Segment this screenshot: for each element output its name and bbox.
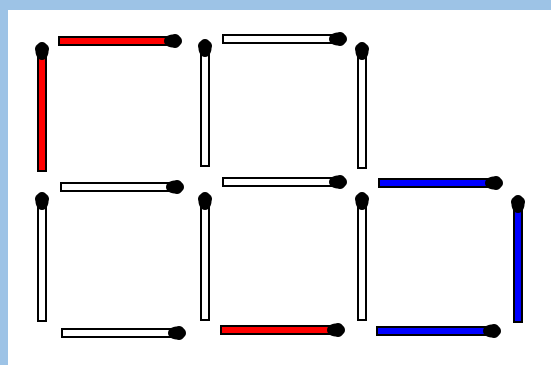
match-head-tip (35, 193, 49, 205)
match-head-tip (334, 175, 346, 189)
match-head-tip (35, 43, 49, 55)
match-head-tip (173, 326, 185, 340)
match-head-tip (511, 196, 525, 208)
match-stick-body (514, 204, 522, 322)
match-stick-body (201, 48, 209, 166)
match-stick-body (223, 35, 338, 43)
matchstick-bottom-middle-horizontal[interactable] (221, 323, 345, 337)
matchstick-upper-left-vertical[interactable] (35, 42, 49, 171)
match-head-tip (488, 324, 500, 338)
match-head-tip (169, 34, 181, 48)
matchstick-bottom-left-horizontal[interactable] (62, 326, 186, 340)
matchstick-middle-middle-horizontal[interactable] (223, 175, 347, 189)
match-stick-body (201, 201, 209, 320)
match-stick-body (223, 178, 338, 186)
matchstick-lower-middle-left-vertical[interactable] (198, 192, 212, 320)
match-stick-body (38, 51, 46, 171)
match-head-tip (198, 40, 212, 52)
matchstick-middle-right-horizontal[interactable] (379, 176, 503, 190)
match-stick-body (38, 201, 46, 321)
match-head-tip (355, 43, 369, 55)
matchstick-middle-left-horizontal[interactable] (61, 180, 184, 194)
matchstick-upper-right-vertical[interactable] (355, 42, 369, 168)
matchstick-lower-left-vertical[interactable] (35, 192, 49, 321)
match-head-tip (490, 176, 502, 190)
match-stick-body (62, 329, 177, 337)
match-head-tip (332, 323, 344, 337)
match-stick-body (61, 183, 175, 191)
match-head-tip (198, 193, 212, 205)
matchstick-top-left-horizontal[interactable] (59, 34, 182, 48)
match-head-tip (334, 32, 346, 46)
match-stick-body (221, 326, 336, 334)
match-stick-body (358, 51, 366, 168)
matchstick-bottom-right-horizontal[interactable] (377, 324, 501, 338)
match-stick-body (59, 37, 173, 45)
matchstick-lower-middle-right-vertical[interactable] (355, 192, 369, 320)
match-stick-body (377, 327, 492, 335)
matchstick-upper-middle-vertical[interactable] (198, 39, 212, 166)
match-head-tip (171, 180, 183, 194)
matchstick-top-middle-horizontal[interactable] (223, 32, 347, 46)
match-head-tip (355, 193, 369, 205)
match-stick-body (358, 201, 366, 320)
matchstick-lower-right-vertical[interactable] (511, 195, 525, 322)
match-stick-body (379, 179, 494, 187)
